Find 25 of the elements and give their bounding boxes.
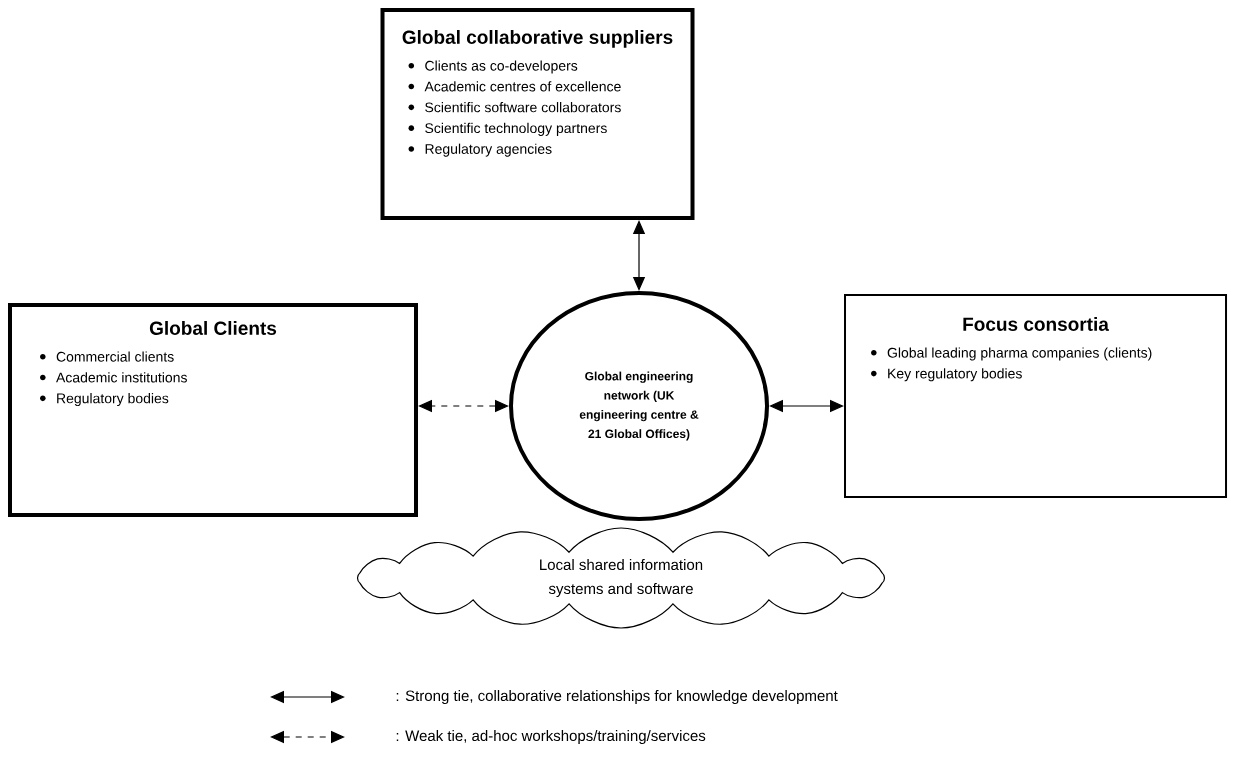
box-heading: Global Clients xyxy=(149,321,277,335)
cloud-text: Local shared information systems and software xyxy=(540,559,703,597)
arrow xyxy=(769,399,844,413)
list-item: Key regulatory bodies xyxy=(888,368,1022,382)
arrow xyxy=(632,220,646,291)
arrow xyxy=(418,399,509,413)
list-item: Academic centres of excellence xyxy=(424,81,621,92)
legend-text: : Strong tie, collaborative relationships for knowledge development xyxy=(396,690,838,704)
list-item: Regulatory agencies xyxy=(425,143,552,157)
circle-text: Global engineering network (UK engineering centre & 21 Global Offices) xyxy=(579,371,699,441)
list-item: Global leading pharma companies (clients) xyxy=(887,347,1152,361)
box-heading: Global collaborative suppliers xyxy=(402,30,673,48)
list-item: Regulatory bodies xyxy=(57,393,169,407)
network-circle xyxy=(509,291,769,521)
box-heading: Focus consortia xyxy=(963,317,1109,331)
text-box xyxy=(380,8,695,220)
cloud-shape xyxy=(356,527,886,629)
list-item: Scientific software collaborators xyxy=(425,102,621,113)
text-box xyxy=(8,303,418,517)
list-item: Commercial clients xyxy=(56,351,174,362)
list-item: Scientific technology partners xyxy=(425,122,607,136)
text-box xyxy=(844,294,1227,498)
legend-text: : Weak tie, ad-hoc workshops/training/services xyxy=(396,730,706,744)
list-item: Clients as co-developers xyxy=(425,60,578,74)
list-item: Academic institutions xyxy=(56,372,187,383)
